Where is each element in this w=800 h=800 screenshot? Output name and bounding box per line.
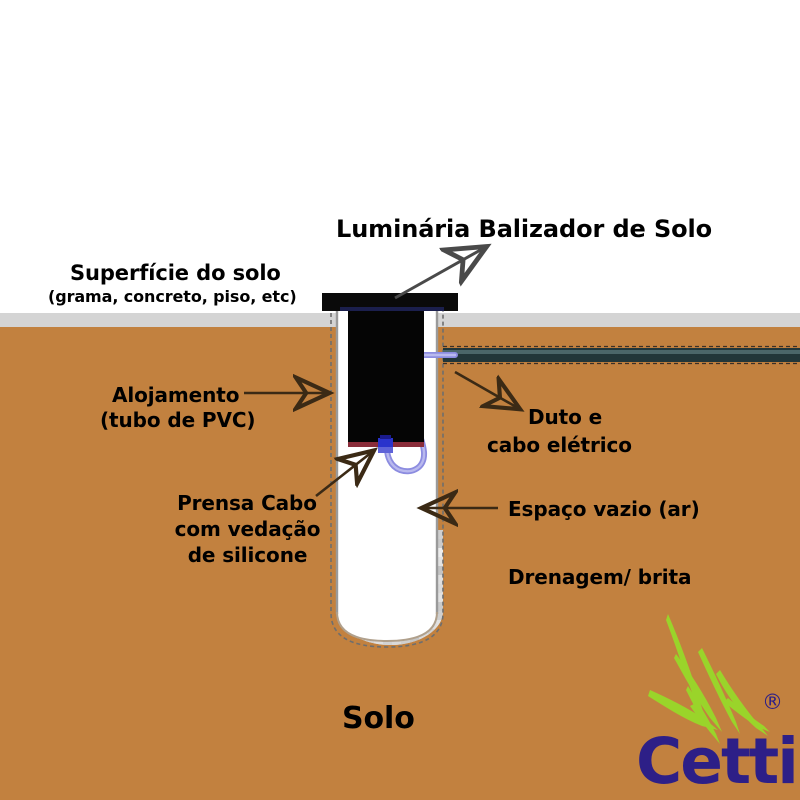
gravel-pebble: [437, 539, 443, 551]
cetti-wordmark: Cetti: [636, 725, 799, 798]
gravel-pebble: [437, 575, 443, 587]
label-duct-detail: cabo elétrico: [487, 433, 632, 457]
gravel-pebble: [437, 611, 443, 623]
gravel-pebble: [410, 638, 423, 645]
pvc-tube-bottom: [336, 611, 438, 643]
gravel-pebble: [356, 638, 370, 645]
luminaire-body: [348, 306, 424, 446]
gravel-pebble: [401, 638, 411, 645]
gravel-pebble: [437, 593, 443, 605]
label-ground-surface: Superfície do solo: [70, 261, 281, 285]
leader-luminaire: [394, 248, 484, 300]
leader-duct: [454, 370, 518, 408]
leader-gland: [315, 452, 372, 498]
gravel-pebble: [437, 638, 443, 645]
label-housing-detail: (tubo de PVC): [100, 408, 256, 432]
gravel-pebble: [419, 638, 431, 645]
cable-gland: [378, 435, 393, 453]
registered-trademark-icon: ®: [762, 690, 783, 714]
label-cable-gland: Prensa Cabo: [177, 491, 317, 515]
label-drainage: Drenagem/ brita: [508, 565, 692, 589]
label-cable-gland-detail-2: de silicone: [187, 543, 308, 567]
luminaire-top-cap: [322, 293, 458, 311]
gravel-pebble: [428, 638, 441, 645]
logo-grass-strokes: [648, 614, 770, 744]
gravel-pebble: [338, 638, 349, 645]
label-housing: Alojamento: [112, 383, 240, 407]
gravel-pebble: [437, 629, 443, 641]
sky-background: [0, 0, 800, 313]
gravel-pebble: [437, 548, 443, 560]
page-title: Luminária Balizador de Solo: [336, 215, 713, 243]
luminaire-cap-underline: [340, 307, 444, 311]
label-ground-surface-detail: (grama, concreto, piso, etc): [48, 287, 297, 306]
gravel-pebble: [338, 629, 347, 641]
pvc-tube-outer-outline: [330, 306, 444, 648]
gravel-pebble: [437, 557, 443, 568]
label-duct: Duto e: [528, 405, 603, 429]
gravel-pebble: [347, 638, 360, 645]
gravel-pebble: [437, 602, 443, 612]
gravel-pebble: [437, 584, 443, 593]
gravel-pebble: [437, 566, 443, 577]
cetti-logo: Cetti ®: [636, 608, 800, 800]
gravel-pebble: [437, 530, 443, 543]
label-cable-gland-detail-1: com vedação: [174, 517, 321, 541]
electrical-conduit: [443, 345, 800, 365]
label-soil: Solo: [342, 701, 415, 736]
gravel-pebble: [365, 638, 375, 645]
label-air-gap: Espaço vazio (ar): [508, 497, 700, 521]
